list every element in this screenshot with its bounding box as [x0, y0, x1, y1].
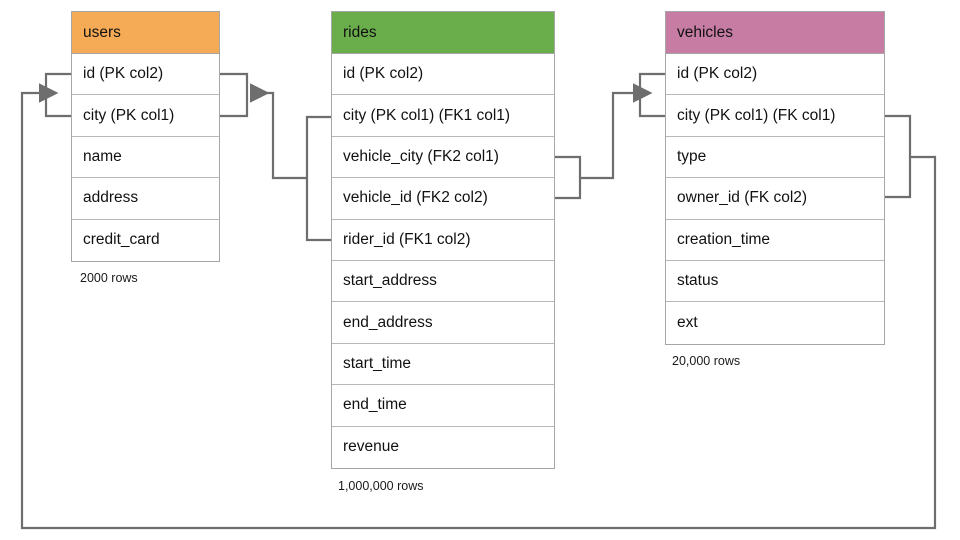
table-row[interactable]: end_address: [332, 302, 554, 344]
table-users[interactable]: users id (PK col2) city (PK col1) name a…: [71, 11, 220, 262]
table-vehicles-header: vehicles: [666, 12, 884, 54]
table-users-row-count: 2000 rows: [80, 271, 138, 285]
table-row[interactable]: rider_id (FK1 col2): [332, 220, 554, 261]
users-right-bracket: [220, 72, 249, 118]
table-rides-title: rides: [343, 23, 377, 41]
column-name: address: [83, 189, 139, 207]
table-row[interactable]: vehicle_id (FK2 col2): [332, 178, 554, 220]
column-name: city (PK col1) (FK col1): [677, 106, 836, 124]
vehicles-right-bracket: [885, 114, 912, 199]
column-name: start_time: [343, 354, 412, 372]
table-row[interactable]: start_address: [332, 261, 554, 303]
table-row[interactable]: end_time: [332, 385, 554, 427]
column-name: id (PK col2): [83, 65, 164, 83]
table-vehicles-row-count: 20,000 rows: [672, 354, 741, 368]
column-name: start_address: [343, 272, 437, 290]
column-name: id (PK col2): [343, 65, 424, 83]
table-row[interactable]: credit_card: [72, 220, 219, 261]
table-row[interactable]: city (PK col1) (FK col1): [666, 95, 884, 137]
column-name: end_time: [343, 396, 407, 414]
table-row[interactable]: vehicle_city (FK2 col1): [332, 137, 554, 179]
table-rides-header: rides: [332, 12, 554, 54]
table-row[interactable]: name: [72, 137, 219, 179]
column-name: city (PK col1): [83, 106, 175, 124]
table-row[interactable]: ext: [666, 302, 884, 343]
table-row[interactable]: id (PK col2): [72, 54, 219, 96]
table-row[interactable]: type: [666, 137, 884, 179]
column-name: revenue: [343, 438, 400, 456]
table-row[interactable]: city (PK col1): [72, 95, 219, 137]
users-left-bracket: [44, 72, 71, 118]
table-row[interactable]: city (PK col1) (FK1 col1): [332, 95, 554, 137]
table-vehicles-title: vehicles: [677, 23, 733, 41]
column-name: end_address: [343, 313, 433, 331]
table-row[interactable]: id (PK col2): [332, 54, 554, 96]
rides-left-bracket: [305, 115, 331, 242]
table-row[interactable]: status: [666, 261, 884, 303]
column-name: name: [83, 147, 122, 165]
table-row[interactable]: revenue: [332, 427, 554, 468]
column-name: creation_time: [677, 230, 771, 248]
column-name: rider_id (FK1 col2): [343, 230, 471, 248]
column-name: type: [677, 147, 707, 165]
column-name: ext: [677, 314, 698, 332]
table-rides-row-count: 1,000,000 rows: [338, 479, 424, 493]
wire-rides-fk1-to-users: [249, 83, 307, 180]
column-name: city (PK col1) (FK1 col1): [343, 106, 511, 124]
vehicles-left-bracket: [638, 72, 665, 118]
table-row[interactable]: start_time: [332, 344, 554, 386]
column-name: id (PK col2): [677, 65, 758, 83]
column-name: vehicle_city (FK2 col1): [343, 147, 499, 165]
wire-rides-fk2-to-vehicles: [580, 83, 653, 180]
table-vehicles[interactable]: vehicles id (PK col2) city (PK col1) (FK…: [665, 11, 885, 345]
table-row[interactable]: creation_time: [666, 220, 884, 261]
rides-right-bracket: [555, 155, 582, 200]
table-row[interactable]: address: [72, 178, 219, 220]
table-users-title: users: [83, 23, 121, 41]
column-name: vehicle_id (FK2 col2): [343, 189, 488, 207]
table-users-header: users: [72, 12, 219, 54]
table-rides[interactable]: rides id (PK col2) city (PK col1) (FK1 c…: [331, 11, 555, 469]
column-name: owner_id (FK col2): [677, 189, 808, 207]
table-row[interactable]: owner_id (FK col2): [666, 178, 884, 220]
column-name: status: [677, 272, 719, 290]
table-row[interactable]: id (PK col2): [666, 54, 884, 96]
column-name: credit_card: [83, 231, 160, 249]
